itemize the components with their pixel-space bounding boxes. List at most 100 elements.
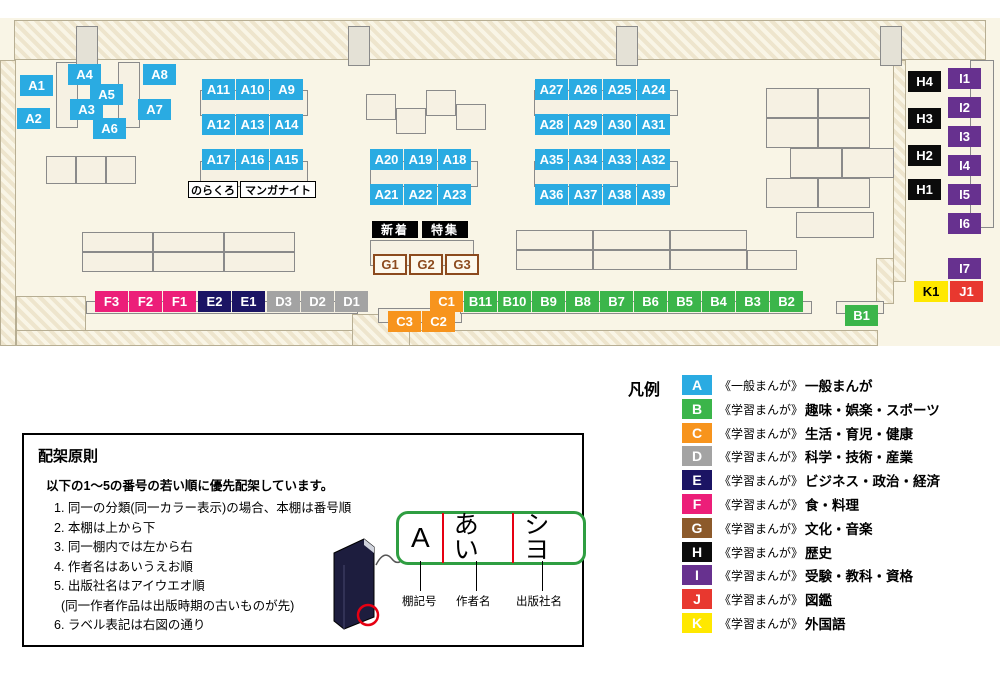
shelf-block	[46, 156, 76, 184]
shelf-block	[76, 156, 106, 184]
wall-pillar	[880, 26, 902, 66]
legend-scope: 《学習まんが》	[719, 449, 804, 464]
legend-scope: 《学習まんが》	[719, 568, 804, 583]
principles-title: 配架原則	[38, 448, 99, 465]
shelf-label-B1: B1	[845, 305, 878, 326]
shelf-label-A14: A14	[270, 114, 303, 135]
shelf-label-I5: I5	[948, 184, 981, 205]
shelf-label-C1: C1	[430, 291, 463, 312]
label-cell-3: シヨ	[512, 513, 583, 563]
shelf-block	[82, 252, 153, 272]
legend-category: ビジネス・政治・経済	[805, 474, 941, 489]
shelf-block	[593, 230, 670, 250]
shelf-label-E2: E2	[198, 291, 231, 312]
shelf-label-I1: I1	[948, 68, 981, 89]
shelf-label-A2: A2	[17, 108, 50, 129]
shelf-label-A20: A20	[370, 149, 403, 170]
shelf-label-A13: A13	[236, 114, 269, 135]
shelf-label-B9: B9	[532, 291, 565, 312]
shelf-block	[766, 118, 818, 148]
shelf-label-A9: A9	[270, 79, 303, 100]
legend-scope: 《学習まんが》	[719, 426, 804, 441]
shelf-label-G1: G1	[373, 254, 407, 275]
shelf-label-A26: A26	[569, 79, 602, 100]
legend-item-B: B《学習まんが》趣味・娯楽・スポーツ	[682, 398, 940, 420]
legend-item-C: C《学習まんが》生活・育児・健康	[682, 422, 913, 444]
caption-line	[476, 561, 477, 591]
banner-label: 新着	[372, 221, 418, 238]
legend-scope: 《学習まんが》	[719, 545, 804, 560]
legend-swatch-G: G	[682, 518, 712, 538]
legend-category: 歴史	[805, 546, 833, 561]
legend-swatch-J: J	[682, 589, 712, 609]
shelf-label-D2: D2	[301, 291, 334, 312]
legend-category: 受験・教科・資格	[805, 569, 914, 584]
shelf-label-I6: I6	[948, 213, 981, 234]
shelf-label-B5: B5	[668, 291, 701, 312]
label-sample: A あいシヨ	[396, 511, 586, 565]
shelf-label-A28: A28	[535, 114, 568, 135]
shelf-block	[82, 232, 153, 252]
legend-swatch-A: A	[682, 375, 712, 395]
legend-category: 科学・技術・産業	[805, 450, 914, 465]
legend-item-A: A 《一般まんが》一般まんが	[682, 374, 873, 396]
shelf-block	[516, 230, 593, 250]
legend-item-H: H 《学習まんが》歴史	[682, 541, 832, 563]
hatched-wall	[0, 60, 16, 346]
shelf-label-A17: A17	[202, 149, 235, 170]
shelf-block	[106, 156, 136, 184]
shelf-label-B2: B2	[770, 291, 803, 312]
shelf-label-A15: A15	[270, 149, 303, 170]
legend-scope: 《学習まんが》	[719, 592, 804, 607]
shelf-label-F1: F1	[163, 291, 196, 312]
shelf-block	[670, 230, 747, 250]
shelf-label-A38: A38	[603, 184, 636, 205]
shelf-label-A39: A39	[637, 184, 670, 205]
principles-item: 1. 同一の分類(同一カラー表示)の場合、本棚は番号順	[54, 501, 352, 515]
shelf-label-A6: A6	[93, 118, 126, 139]
label-cell-2: あい	[441, 513, 513, 563]
shelf-label-I4: I4	[948, 155, 981, 176]
shelf-block	[426, 90, 456, 116]
legend-category: 生活・育児・健康	[805, 427, 914, 442]
legend-swatch-H: H	[682, 542, 712, 562]
shelf-label-G2: G2	[409, 254, 443, 275]
tag-label: マンガナイト	[240, 181, 316, 198]
shelf-label-A25: A25	[603, 79, 636, 100]
legend-scope: 《学習まんが》	[719, 521, 804, 536]
legend-category: 趣味・娯楽・スポーツ	[805, 403, 940, 418]
shelf-block	[153, 232, 224, 252]
legend-item-J: J《学習まんが》図鑑	[682, 588, 832, 610]
legend-item-K: K《学習まんが》外国語	[682, 612, 846, 634]
hatched-wall	[14, 20, 986, 60]
wall-pillar	[348, 26, 370, 66]
principles-item: 2. 本棚は上から下	[54, 520, 156, 535]
legend-scope: 《一般まんが》	[719, 378, 804, 393]
principles-item: 4. 作者名はあいうえお順	[54, 559, 193, 574]
shelf-label-I3: I3	[948, 126, 981, 147]
shelf-label-A27: A27	[535, 79, 568, 100]
shelf-block	[456, 104, 486, 130]
legend-item-E: E《学習まんが》ビジネス・政治・経済	[682, 469, 940, 491]
shelf-label-B10: B10	[498, 291, 531, 312]
legend-swatch-F: F	[682, 494, 712, 514]
label-cell-1: A	[411, 522, 430, 553]
shelf-label-A34: A34	[569, 149, 602, 170]
legend-category: 一般まんが	[805, 379, 873, 394]
shelf-label-A8: A8	[143, 64, 176, 85]
shelf-label-A3: A3	[70, 99, 103, 120]
shelf-label-B3: B3	[736, 291, 769, 312]
legend-scope: 《学習まんが》	[719, 473, 804, 488]
legend-scope: 《学習まんが》	[719, 402, 804, 417]
legend-swatch-I: I	[682, 565, 712, 585]
legend-category: 外国語	[805, 617, 846, 632]
banner-label: 特集	[422, 221, 468, 238]
shelf-label-B11: B11	[464, 291, 497, 312]
hatched-wall	[876, 258, 894, 304]
shelf-label-A16: A16	[236, 149, 269, 170]
shelf-block	[516, 250, 593, 270]
shelf-block	[224, 252, 295, 272]
shelf-block	[766, 178, 818, 208]
